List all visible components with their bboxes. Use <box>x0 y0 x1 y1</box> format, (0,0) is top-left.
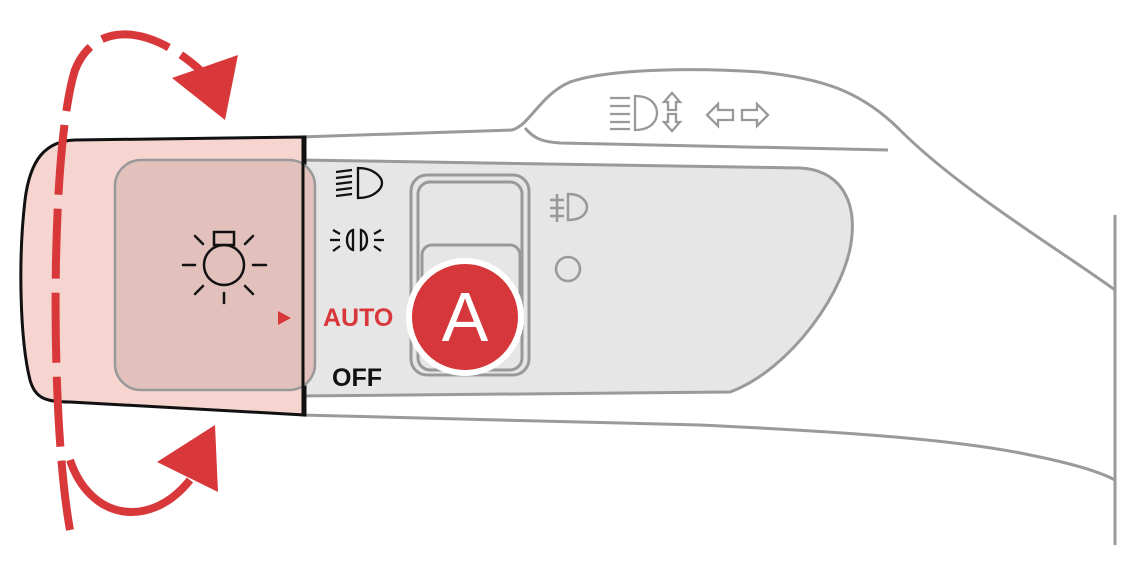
position-marker-icon <box>278 311 291 325</box>
callout-a-badge: A <box>406 258 524 376</box>
auto-label: AUTO <box>323 304 394 332</box>
headlight-auto-icon <box>181 230 268 305</box>
rotate-arrow-icon <box>51 30 238 531</box>
high-beam-flash-icon <box>610 91 683 133</box>
rotary-knob-face <box>113 158 317 392</box>
front-fog-light-icon <box>550 192 589 222</box>
parking-lights-icon <box>330 228 384 252</box>
high-beam-icon <box>335 166 384 200</box>
stalk-body <box>299 68 1117 545</box>
off-label: OFF <box>332 364 382 392</box>
indicator-light-icon <box>554 255 582 283</box>
turn-signal-arrows-icon <box>705 101 770 129</box>
